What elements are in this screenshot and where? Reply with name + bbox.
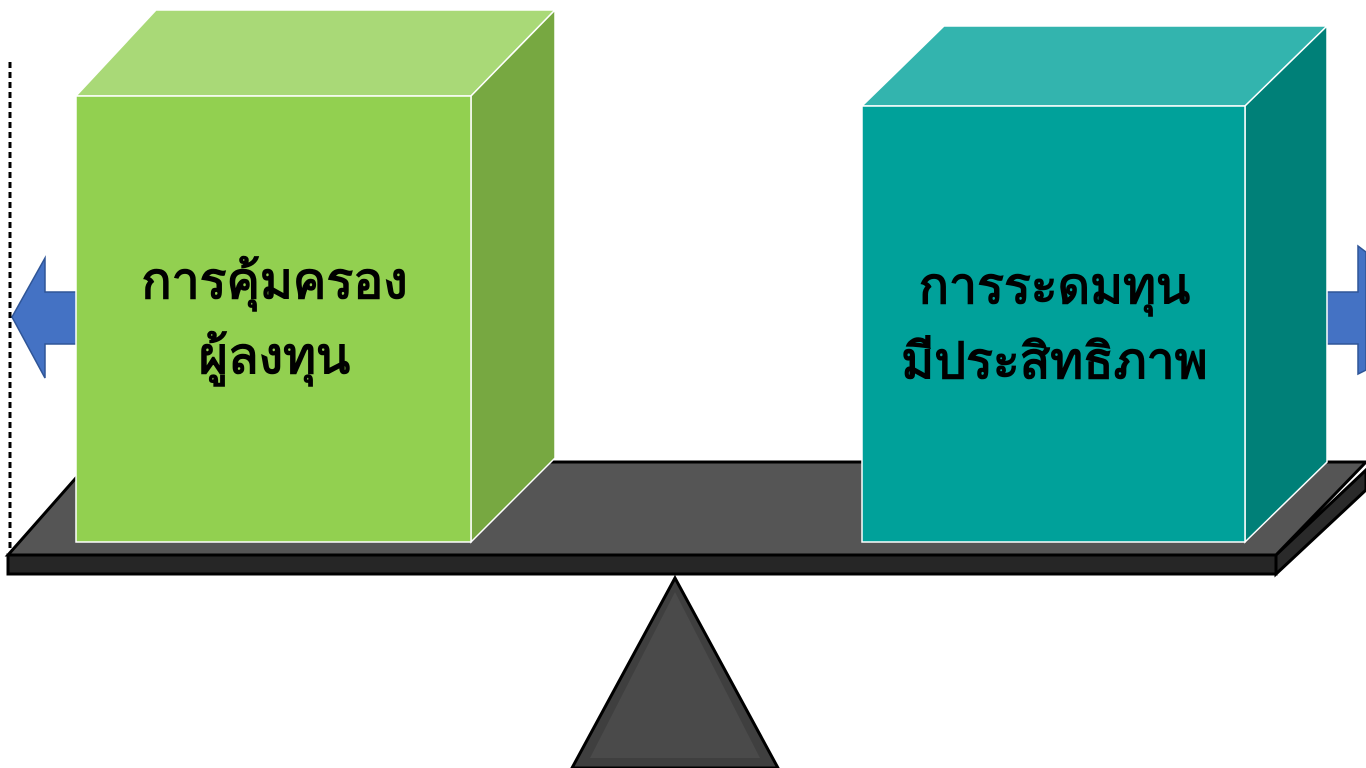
fulcrum [570, 574, 780, 768]
right-box-label: การระดมทุน มีประสิทธิภาพ [864, 107, 1245, 540]
left-arrow-icon [11, 255, 81, 379]
left-box-line1: การคุ้มครอง [141, 251, 408, 310]
left-cube [74, 8, 557, 544]
right-cube [860, 24, 1329, 544]
right-arrow-icon [1319, 244, 1366, 376]
left-box-label: การคุ้มครอง ผู้ลงทุน [78, 97, 471, 540]
right-box-line2: มีประสิทธิภาพ [901, 331, 1208, 390]
left-box-line2: ผู้ลงทุน [198, 326, 351, 385]
right-box-line1: การระดมทุน [918, 256, 1191, 315]
